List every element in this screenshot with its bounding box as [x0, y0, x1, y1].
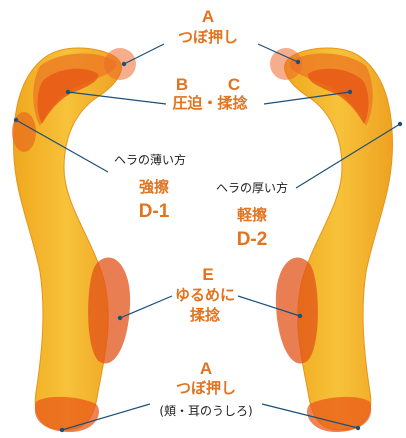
- leader-dots: [13, 59, 403, 433]
- right-zone-e: [275, 257, 318, 364]
- label-d2-text: 軽擦: [236, 206, 267, 224]
- label-d1-note: ヘラの薄い方: [113, 153, 186, 167]
- dot-a-top-left: [121, 61, 127, 67]
- dot-d2: [397, 121, 403, 127]
- dot-a-bottom-left: [59, 427, 65, 433]
- leader-bc-right: [263, 91, 351, 105]
- dot-d1: [13, 117, 19, 123]
- right-top-highlight: [289, 53, 373, 126]
- right-zone-a-bottom: [307, 396, 372, 432]
- label-a-bottom-note: (頬・耳のうしろ): [159, 404, 253, 418]
- dot-e-right: [297, 313, 303, 319]
- label-a-top-letter: A: [201, 7, 215, 26]
- label-c-letter: C: [227, 75, 241, 94]
- label-b-letter: B: [175, 75, 189, 94]
- right-zone-a-top: [270, 48, 302, 80]
- right-spatula-body: [284, 47, 394, 431]
- right-zone-bc: [307, 68, 369, 124]
- leader-a-bottom-right: [261, 403, 359, 429]
- label-e-line1: ゆるめに: [174, 286, 235, 304]
- dot-a-bottom-right: [355, 425, 361, 431]
- left-zone-bc: [37, 68, 99, 124]
- label-e-line2: 揉捻: [189, 306, 220, 324]
- dot-bc-right: [347, 89, 353, 95]
- label-e-letter: E: [202, 265, 214, 284]
- leader-a-top-right: [257, 43, 299, 63]
- label-d2-note: ヘラの厚い方: [215, 181, 288, 195]
- leader-lines: [15, 43, 401, 431]
- left-zone-e: [88, 257, 131, 364]
- label-a-bottom-letter: A: [199, 359, 213, 378]
- label-d1-text: 強擦: [138, 178, 169, 196]
- dot-e-left: [117, 315, 123, 321]
- label-d1-code: D-1: [138, 201, 170, 222]
- left-spatula-body: [12, 47, 122, 431]
- left-zone-a-top: [104, 48, 136, 80]
- left-top-highlight: [33, 53, 117, 126]
- label-bc-text: 圧迫・揉捻: [172, 94, 248, 112]
- leader-a-bottom-left: [61, 403, 151, 431]
- right-spatula: [270, 47, 394, 432]
- dot-a-top-right: [295, 59, 301, 65]
- left-spatula: [12, 47, 136, 432]
- leader-bc-left: [67, 91, 167, 105]
- leader-e-right: [237, 295, 301, 317]
- leader-d1: [15, 119, 109, 173]
- left-zone-a-bottom: [34, 396, 99, 432]
- left-zone-tip-edge: [12, 112, 36, 152]
- leader-d2: [295, 123, 401, 189]
- leader-a-top-left: [123, 43, 165, 65]
- leader-e-left: [119, 295, 173, 319]
- label-a-top-text: つぼ押し: [177, 28, 238, 46]
- dot-bc-left: [65, 89, 71, 95]
- label-a-bottom-text: つぼ押し: [175, 379, 236, 397]
- label-d2-code: D-2: [236, 229, 268, 250]
